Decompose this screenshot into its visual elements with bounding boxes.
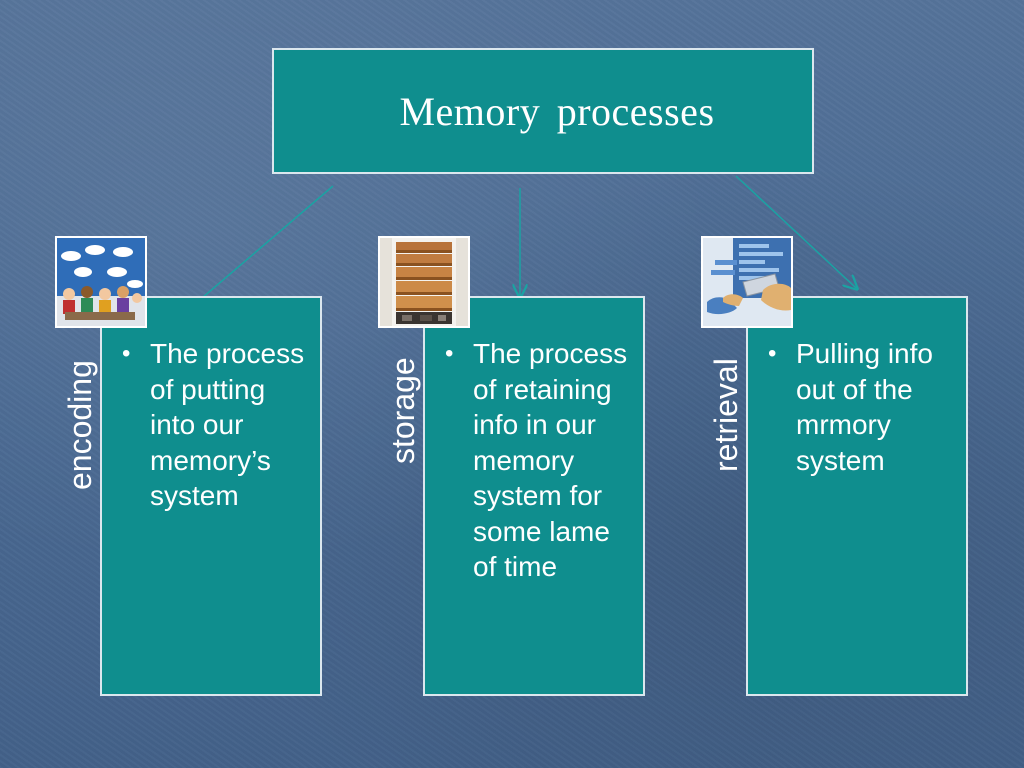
retrieval-card: Pulling info out of the mrmory system [746,296,968,696]
encoding-label: encoding [62,360,98,490]
connector-encoding [201,185,334,299]
title-box: Memory processes [272,48,814,174]
classroom-speech-bubbles-image [55,236,147,328]
storage-description: The process of retaining info in our mem… [443,336,635,585]
hand-retrieving-card-image [701,236,793,328]
storage-card: The process of retaining info in our mem… [423,296,645,696]
storage-bullet: The process of retaining info in our mem… [445,336,635,585]
storage-label: storage [385,357,421,464]
staircase-image [378,236,470,328]
encoding-description: The process of putting into our memory’s… [120,336,312,514]
retrieval-description: Pulling info out of the mrmory system [766,336,958,478]
diagram-title: Memory processes [399,88,715,134]
connector-retrieval [735,175,856,288]
retrieval-label: retrieval [708,358,744,472]
retrieval-bullet: Pulling info out of the mrmory system [768,336,958,478]
encoding-bullet: The process of putting into our memory’s… [122,336,312,514]
encoding-card: The process of putting into our memory’s… [100,296,322,696]
